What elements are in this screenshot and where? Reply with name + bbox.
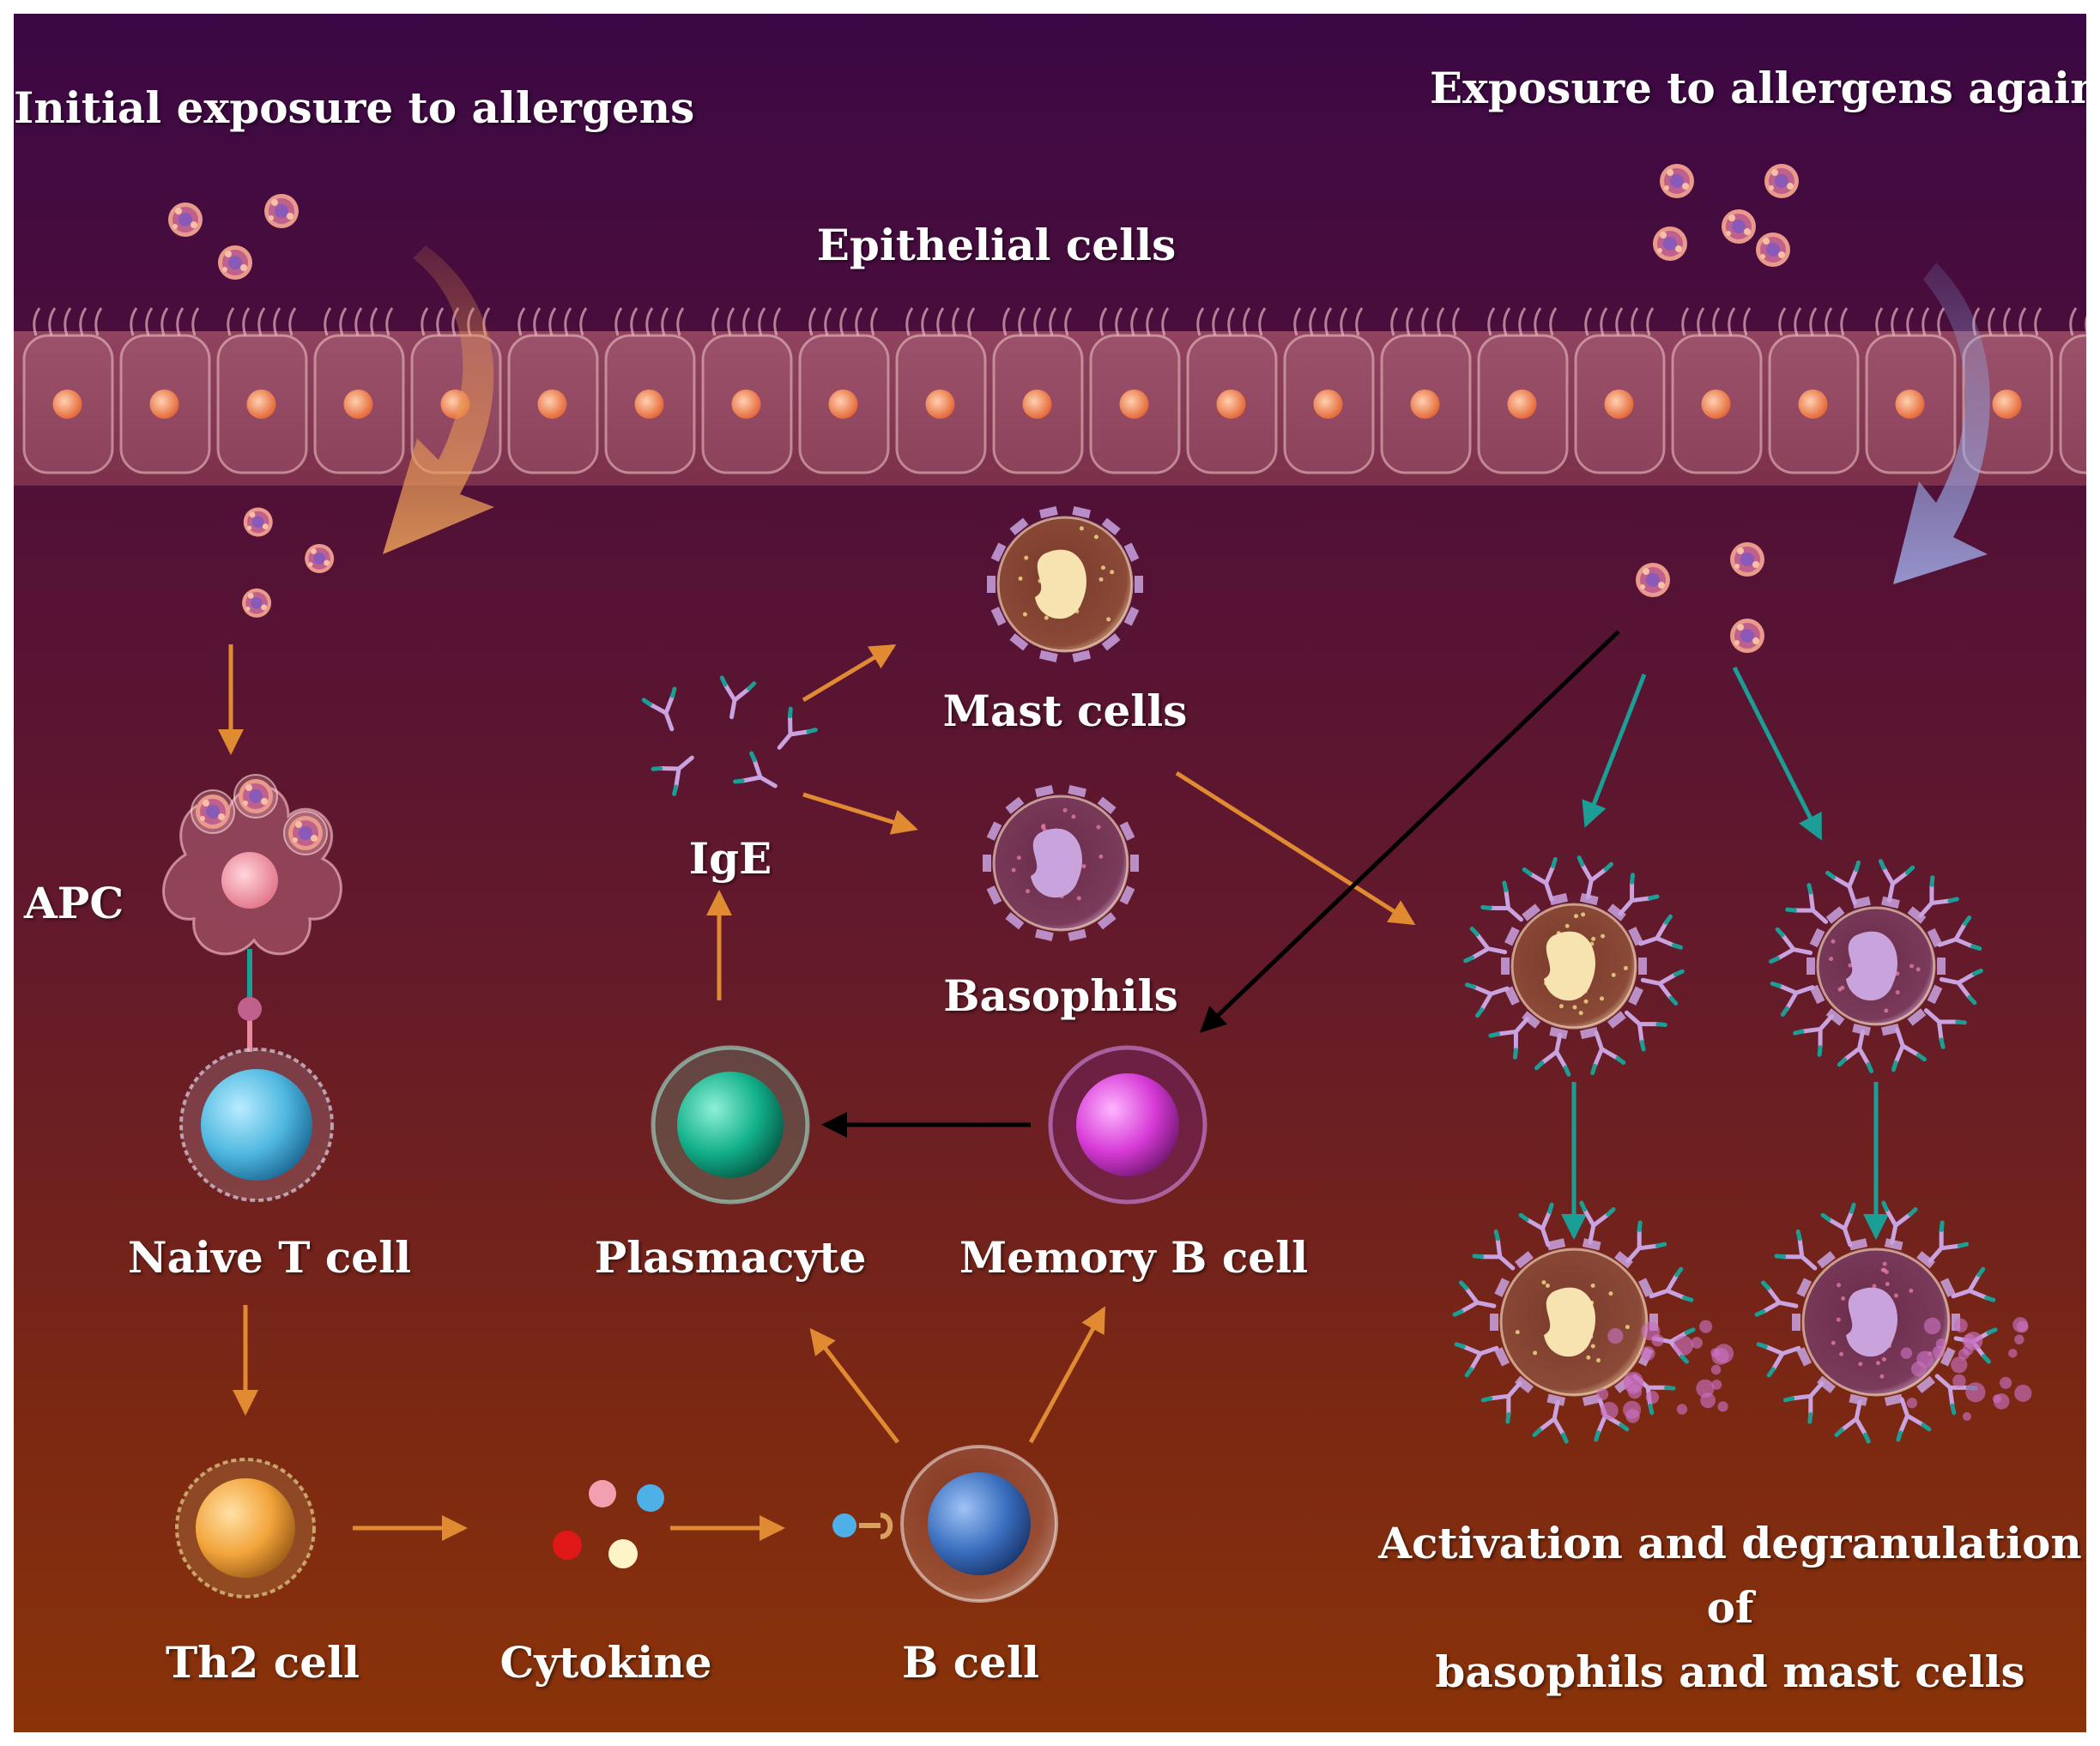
naive-t-cell	[181, 1049, 332, 1200]
apc-cell	[164, 775, 342, 1052]
plasmacyte	[653, 1048, 808, 1202]
degranulating-mast-cell	[1455, 1203, 1734, 1441]
label-mast-cells: Mast cells	[943, 690, 1188, 733]
arrow-bcell-to-plasmacyte	[812, 1331, 898, 1442]
label-apc: APC	[24, 882, 124, 925]
label-plasmacyte: Plasmacyte	[595, 1236, 867, 1279]
label-ige: IgE	[689, 837, 772, 880]
allergen-cluster-again	[1653, 164, 1799, 267]
epithelial-layer	[14, 308, 2086, 486]
arrow-to-sensitized-cells	[1177, 773, 1413, 923]
sensitized-basophil	[1771, 861, 1982, 1072]
arrow-ige-to-mast	[803, 646, 893, 700]
basophil-cell	[983, 785, 1139, 941]
arrow-bcell-to-memory	[1031, 1309, 1104, 1442]
allergen-cluster-initial	[168, 194, 299, 280]
arrow-ige-to-basophil	[803, 794, 915, 829]
label-cytokine: Cytokine	[499, 1641, 711, 1684]
ige-antibodies	[644, 678, 815, 800]
label-activation-line1: Activation and degranulation of	[1378, 1518, 2081, 1633]
diagram-graphics	[14, 14, 2086, 1732]
label-th2-cell: Th2 cell	[166, 1641, 360, 1684]
arrow-allergen-to-basophil-sensitized	[1734, 668, 1820, 837]
label-epithelial-cells: Epithelial cells	[817, 224, 1177, 267]
label-naive-t-cell: Naive T cell	[128, 1236, 411, 1279]
label-basophils: Basophils	[943, 975, 1178, 1018]
diagram-canvas: Initial exposure to allergens Exposure t…	[14, 14, 2086, 1732]
label-initial-exposure: Initial exposure to allergens	[14, 87, 694, 130]
label-activation-degranulation: Activation and degranulation of basophil…	[1353, 1511, 2086, 1704]
allergen-cluster-inside-right	[1636, 542, 1764, 653]
label-activation-line2: basophils and mast cells	[1435, 1646, 2024, 1697]
label-b-cell: B cell	[902, 1641, 1039, 1684]
cytokines	[553, 1480, 664, 1568]
degranulating-basophil	[1757, 1203, 2031, 1441]
mast-cell	[987, 506, 1143, 662]
allergen-cluster-inside-left	[242, 507, 334, 617]
th2-cell	[177, 1459, 314, 1597]
memory-b-cell	[1050, 1048, 1205, 1202]
label-memory-b-cell: Memory B cell	[959, 1236, 1308, 1279]
sensitized-mast-cell	[1466, 858, 1683, 1075]
b-cell	[832, 1447, 1056, 1601]
arrow-allergen-to-mast-sensitized	[1586, 674, 1644, 825]
label-exposure-again: Exposure to allergens again	[1430, 67, 2086, 110]
